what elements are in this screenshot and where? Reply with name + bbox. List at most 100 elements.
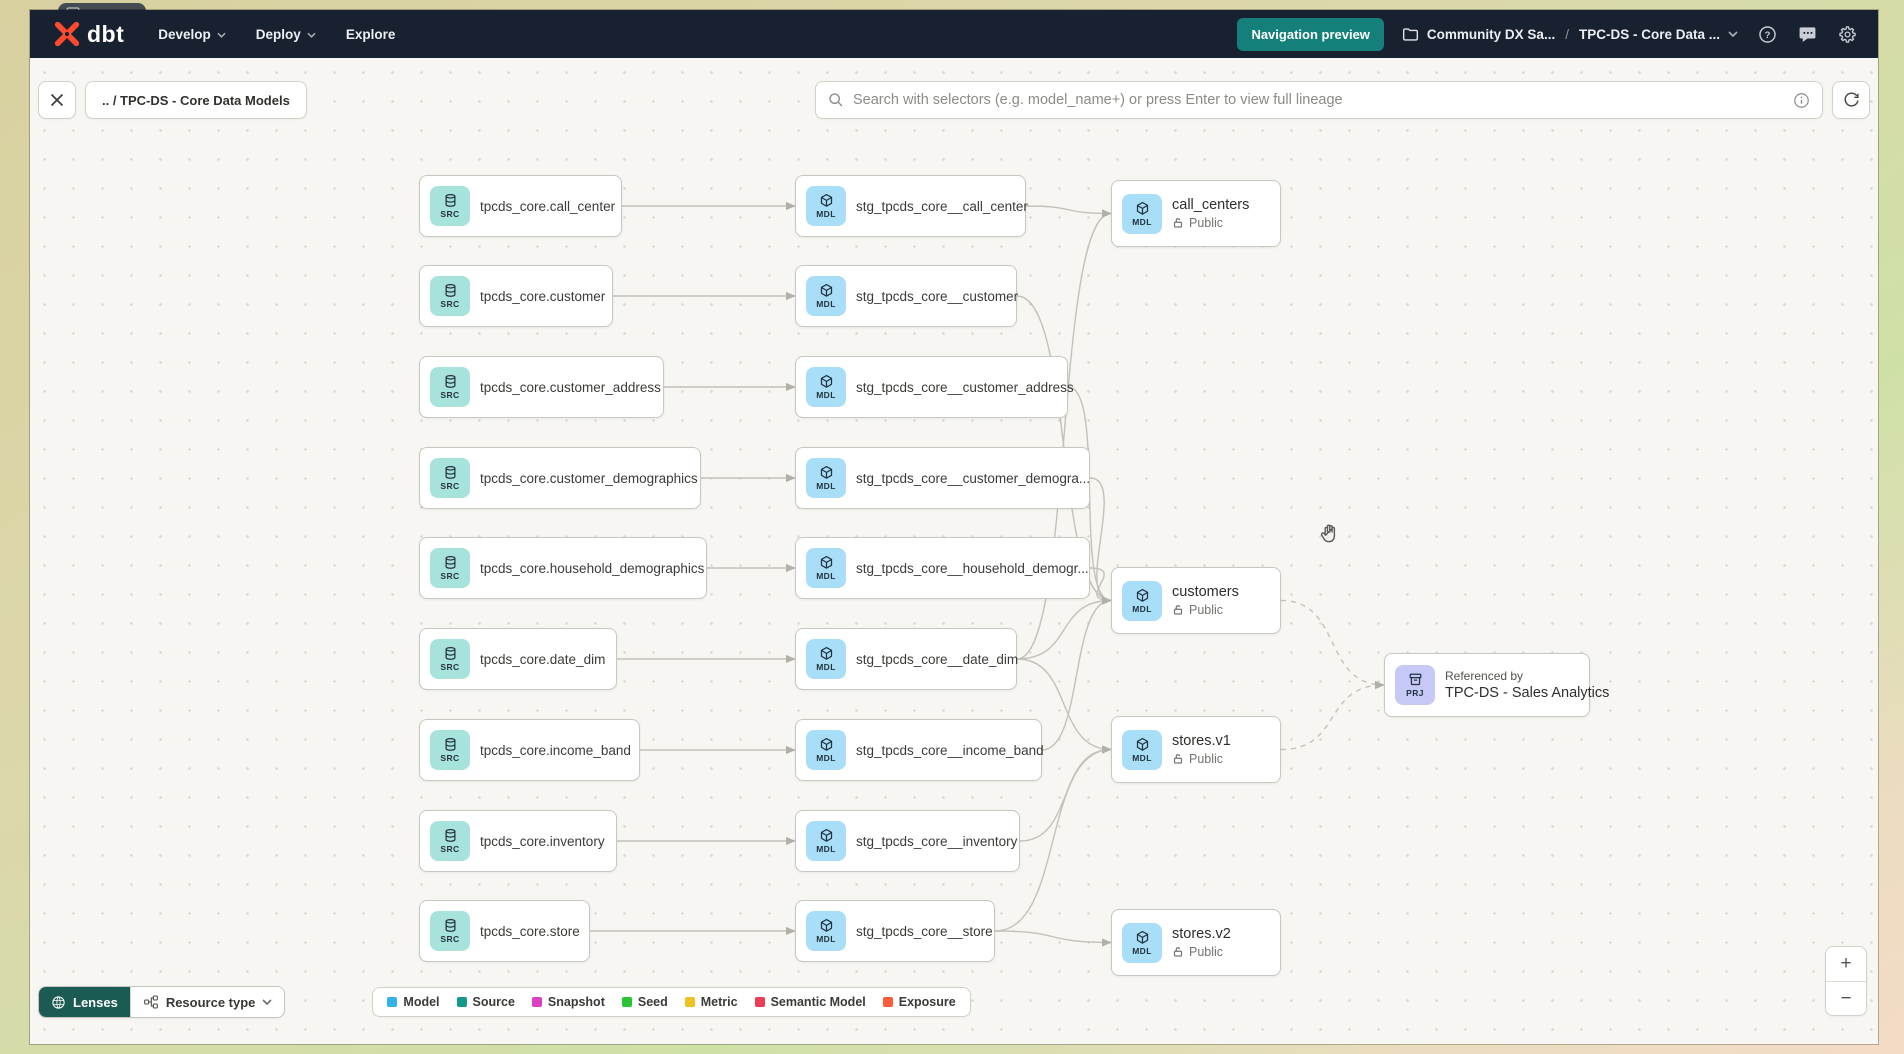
legend-item-snapshot: Snapshot — [531, 995, 605, 1009]
resource-type-label: Resource type — [165, 994, 256, 1010]
model-icon: MDL — [806, 276, 846, 316]
source-icon: SRC — [430, 367, 470, 407]
navigation-preview-button[interactable]: Navigation preview — [1237, 17, 1384, 51]
legend-item-source: Source — [456, 995, 515, 1009]
graph-node-stg-tpcds-core-store[interactable]: MDL stg_tpcds_core__store — [795, 900, 995, 962]
node-label: tpcds_core.store — [480, 923, 580, 939]
lenses-button[interactable]: Lenses — [39, 987, 130, 1017]
search-input[interactable] — [853, 92, 1784, 108]
node-label: stg_tpcds_core__customer_demogra... — [856, 470, 1091, 486]
legend-swatch — [684, 997, 695, 1007]
graph-node-tpcds-core.household-demographics[interactable]: SRC tpcds_core.household_demographics — [419, 537, 707, 599]
project-icon: PRJ — [1395, 665, 1435, 705]
node-label: stg_tpcds_core__income_band — [856, 742, 1044, 758]
graph-node-stg-tpcds-core-inventory[interactable]: MDL stg_tpcds_core__inventory — [795, 810, 1020, 872]
refresh-lineage-button[interactable] — [1832, 81, 1870, 119]
graph-node-tpcds-core.customer[interactable]: SRC tpcds_core.customer — [419, 265, 613, 327]
graph-node-tpc-ds-sales-analytics[interactable]: PRJ Referenced by TPC-DS - Sales Analytic… — [1384, 653, 1609, 717]
model-icon: MDL — [806, 367, 846, 407]
search-icon — [829, 93, 843, 107]
model-icon: MDL — [1122, 193, 1162, 234]
settings-gear-icon[interactable] — [1836, 23, 1858, 45]
model-icon: MDL — [806, 911, 846, 951]
node-subtitle: Referenced by — [1445, 669, 1524, 683]
help-icon[interactable]: ? — [1756, 23, 1778, 45]
model-icon: MDL — [1122, 922, 1162, 963]
nav-deploy-label: Deploy — [255, 26, 301, 42]
lineage-breadcrumb-chip[interactable]: .. / TPC-DS - Core Data Models — [85, 81, 307, 119]
close-icon — [50, 93, 64, 107]
lock-open-icon — [1172, 753, 1184, 765]
node-label: stores.v1 — [1172, 733, 1231, 749]
node-label: tpcds_core.customer_demographics — [480, 470, 698, 486]
graph-node-tpcds-core.call-center[interactable]: SRC tpcds_core.call_center — [419, 175, 622, 237]
source-icon: SRC — [430, 821, 470, 861]
graph-node-stg-tpcds-core-call-center[interactable]: MDL stg_tpcds_core__call_center — [795, 175, 1028, 237]
nav-item-develop[interactable]: Develop — [158, 27, 226, 42]
node-label: tpcds_core.income_band — [480, 742, 631, 758]
lineage-edge — [1016, 596, 1112, 660]
node-label: stg_tpcds_core__store — [856, 923, 993, 939]
graph-node-stg-tpcds-core-customer[interactable]: MDL stg_tpcds_core__customer — [795, 265, 1018, 327]
lineage-edge — [1041, 596, 1112, 751]
info-icon[interactable] — [1793, 92, 1810, 109]
node-label: TPC-DS - Sales Analytics — [1445, 685, 1610, 701]
graph-node-stg-tpcds-core-income-band[interactable]: MDL stg_tpcds_core__income_band — [795, 719, 1044, 781]
node-label: stg_tpcds_core__call_center — [856, 198, 1028, 214]
legend-swatch — [754, 997, 765, 1007]
project-breadcrumb[interactable]: Community DX Sa... / TPC-DS - Core Data … — [1402, 27, 1738, 42]
lineage-edge — [1280, 599, 1385, 690]
node-label: tpcds_core.customer — [480, 288, 606, 304]
zoom-in-button[interactable]: + — [1826, 947, 1866, 981]
graph-node-tpcds-core.customer-demographics[interactable]: SRC tpcds_core.customer_demographics — [419, 447, 701, 509]
folder-icon — [1402, 27, 1418, 41]
lineage-edge — [1089, 567, 1112, 605]
lineage-edge — [1025, 205, 1112, 218]
node-label: customers — [1172, 584, 1239, 600]
graph-node-tpcds-core.customer-address[interactable]: SRC tpcds_core.customer_address — [419, 356, 664, 418]
zoom-out-button[interactable]: − — [1826, 981, 1866, 1015]
node-label: tpcds_core.inventory — [480, 833, 605, 849]
node-label: tpcds_core.household_demographics — [480, 560, 705, 576]
legend-item-semantic-model: Semantic Model — [754, 995, 866, 1009]
graph-node-tpcds-core.income-band[interactable]: SRC tpcds_core.income_band — [419, 719, 640, 781]
graph-node-stg-tpcds-core-household-demogr...[interactable]: MDL stg_tpcds_core__household_demogr... — [795, 537, 1090, 599]
legend-item-exposure: Exposure — [882, 995, 956, 1009]
node-label: stg_tpcds_core__household_demogr... — [856, 560, 1089, 576]
dbt-logo[interactable]: dbt — [54, 21, 124, 48]
lineage-edge — [994, 930, 1112, 947]
resource-type-dropdown[interactable]: Resource type — [129, 987, 285, 1017]
node-label: tpcds_core.customer_address — [480, 379, 661, 395]
legend-item-metric: Metric — [684, 995, 738, 1009]
source-icon: SRC — [430, 548, 470, 588]
source-icon: SRC — [430, 458, 470, 498]
lenses-label: Lenses — [73, 994, 118, 1010]
graph-node-stg-tpcds-core-customer-address[interactable]: MDL stg_tpcds_core__customer_address — [795, 356, 1074, 418]
nav-item-deploy[interactable]: Deploy — [256, 27, 316, 42]
model-icon: MDL — [806, 458, 846, 498]
model-icon: MDL — [806, 639, 846, 679]
breadcrumb-page: TPC-DS - Core Data ... — [1578, 26, 1720, 42]
graph-node-tpcds-core.inventory[interactable]: SRC tpcds_core.inventory — [419, 810, 617, 872]
source-icon: SRC — [430, 276, 470, 316]
graph-node-tpcds-core.date-dim[interactable]: SRC tpcds_core.date_dim — [419, 628, 617, 690]
top-navbar: dbt Develop Deploy Explore Navigation pr… — [30, 10, 1878, 58]
nav-item-explore[interactable]: Explore — [346, 27, 396, 42]
graph-node-stg-tpcds-core-customer-demogra...[interactable]: MDL stg_tpcds_core__customer_demogra... — [795, 447, 1090, 509]
graph-node-stg-tpcds-core-date-dim[interactable]: MDL stg_tpcds_core__date_dim — [795, 628, 1019, 690]
resource-type-icon — [143, 995, 158, 1009]
node-label: stg_tpcds_core__inventory — [856, 833, 1018, 849]
app-window: dbt Develop Deploy Explore Navigation pr… — [30, 10, 1878, 1044]
close-lineage-button[interactable] — [38, 81, 76, 119]
legend-label: Source — [472, 995, 515, 1009]
graph-node-tpcds-core.store[interactable]: SRC tpcds_core.store — [419, 900, 590, 962]
node-label: stg_tpcds_core__date_dim — [856, 651, 1019, 667]
feedback-icon[interactable] — [1796, 23, 1818, 45]
legend-label: Snapshot — [547, 995, 605, 1009]
refresh-icon — [1844, 91, 1859, 107]
